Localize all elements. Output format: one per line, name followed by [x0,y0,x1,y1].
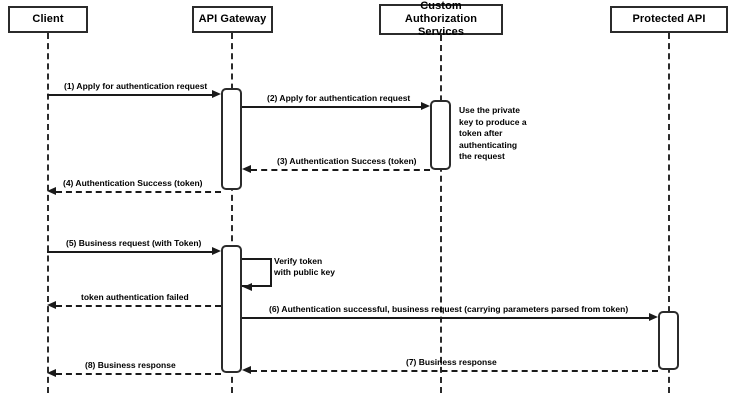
message-arrowhead-5 [212,247,221,255]
note-private-key-line-4: authenticating [459,139,518,150]
message-line-token-authentication-failed [56,305,221,307]
message-line-4 [56,191,221,193]
note-private-key-line-1: Use the private [459,105,520,115]
note-private-key-line-5: the request [459,151,505,161]
lifeline-label-custom-authorization-services: Custom Authorization Services [404,0,478,38]
note-private-key: Use the private key to produce a token a… [459,105,531,163]
message-label-5: (5) Business request (with Token) [66,238,202,248]
lifeline-header-custom-authorization-services[interactable]: Custom Authorization Services [379,0,503,38]
lifeline-line-api-gateway [231,33,233,393]
lifeline-header-protected-api[interactable]: Protected API [610,6,728,33]
lifeline-label-api-gateway: API Gateway [198,13,267,25]
note-private-key-line-3: token after [459,128,503,138]
message-arrowhead-4 [47,187,56,195]
lifeline-header-client[interactable]: Client [8,6,88,33]
message-arrowhead-2 [421,102,430,110]
lifeline-label-protected-api: Protected API [632,13,706,25]
message-label-self-verify-token-line-2: with public key [274,267,335,277]
activation-custom-authorization-services [430,100,451,170]
message-self-loop-verify-token [242,258,272,287]
activation-api-gateway-business [221,245,242,373]
activation-api-gateway-auth [221,88,242,190]
activation-protected-api [658,311,679,370]
message-line-5 [47,251,212,253]
message-line-1 [47,94,212,96]
message-arrowhead-7 [242,366,251,374]
message-arrowhead-token-authentication-failed [47,301,56,309]
message-line-7 [251,370,658,372]
message-label-8: (8) Business response [85,360,176,370]
message-line-3 [251,169,430,171]
lifeline-line-client [47,33,49,393]
message-line-2 [242,106,421,108]
lifeline-line-custom-authorization-services [440,35,442,393]
message-arrowhead-6 [649,313,658,321]
message-label-token-authentication-failed: token authentication failed [81,292,189,302]
lifeline-line-protected-api [668,33,670,393]
message-arrowhead-self-verify-token [243,283,252,291]
message-label-6: (6) Authentication successful, business … [269,304,629,314]
lifeline-label-client: Client [32,13,64,25]
message-line-8 [56,373,221,375]
message-label-2: (2) Apply for authentication request [267,93,411,103]
message-arrowhead-1 [212,90,221,98]
message-label-self-verify-token-line-1: Verify token [274,256,323,266]
message-arrowhead-3 [242,165,251,173]
lifeline-header-api-gateway[interactable]: API Gateway [192,6,273,33]
message-label-4: (4) Authentication Success (token) [63,178,203,188]
message-label-7: (7) Business response [406,357,497,367]
message-line-6 [242,317,649,319]
message-label-1: (1) Apply for authentication request [64,81,208,91]
note-private-key-line-2: key to produce a [459,116,527,127]
message-label-3: (3) Authentication Success (token) [277,156,417,166]
message-arrowhead-8 [47,369,56,377]
